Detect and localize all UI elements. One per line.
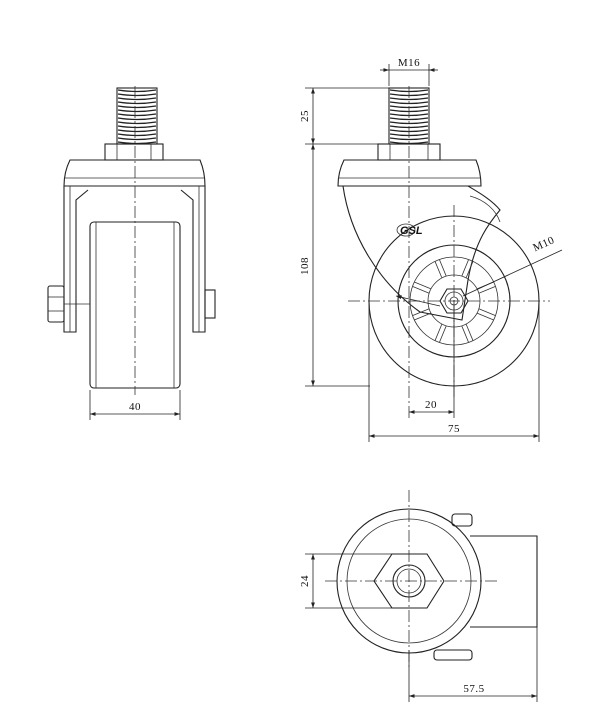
label-hex-size: 24 bbox=[299, 575, 311, 587]
label-wheel-width: 40 bbox=[129, 401, 141, 413]
dimension-height: 108 bbox=[299, 144, 370, 387]
dimension-wheel-width: 40 bbox=[89, 390, 181, 420]
label-axle: M10 bbox=[531, 234, 556, 254]
side-view: GSL M16 25 108 bbox=[299, 57, 563, 442]
label-height: 108 bbox=[299, 257, 311, 275]
front-threaded-stem bbox=[117, 89, 157, 145]
label-wheel-diameter: 75 bbox=[448, 423, 460, 435]
top-fork-body bbox=[470, 535, 538, 628]
side-fork-body bbox=[342, 185, 501, 321]
label-swivel-radius: 57.5 bbox=[463, 683, 484, 695]
label-offset: 20 bbox=[425, 399, 437, 411]
side-top-plate bbox=[337, 159, 482, 187]
front-fork-right bbox=[180, 186, 206, 333]
top-view: 24 57.5 bbox=[299, 490, 538, 702]
label-thread: M16 bbox=[398, 57, 420, 69]
dimension-wheel-diameter: 75 bbox=[368, 301, 540, 442]
dimension-hex-size: 24 bbox=[299, 553, 392, 609]
label-stem-length: 25 bbox=[299, 110, 311, 122]
front-hex-nut bbox=[104, 143, 164, 161]
front-axle-nut bbox=[204, 289, 216, 319]
svg-text:GSL: GSL bbox=[400, 225, 423, 237]
brand-logo: GSL bbox=[396, 223, 423, 237]
front-view: 40 bbox=[47, 86, 216, 420]
dimension-offset: 20 bbox=[409, 300, 455, 418]
front-top-plate bbox=[63, 159, 206, 187]
dimension-swivel-radius: 57.5 bbox=[408, 627, 538, 702]
dimension-thread: M16 bbox=[380, 57, 438, 86]
dimension-stem-length: 25 bbox=[299, 87, 389, 145]
front-axle-bolt-head bbox=[47, 285, 65, 323]
front-fork-left bbox=[63, 186, 89, 333]
